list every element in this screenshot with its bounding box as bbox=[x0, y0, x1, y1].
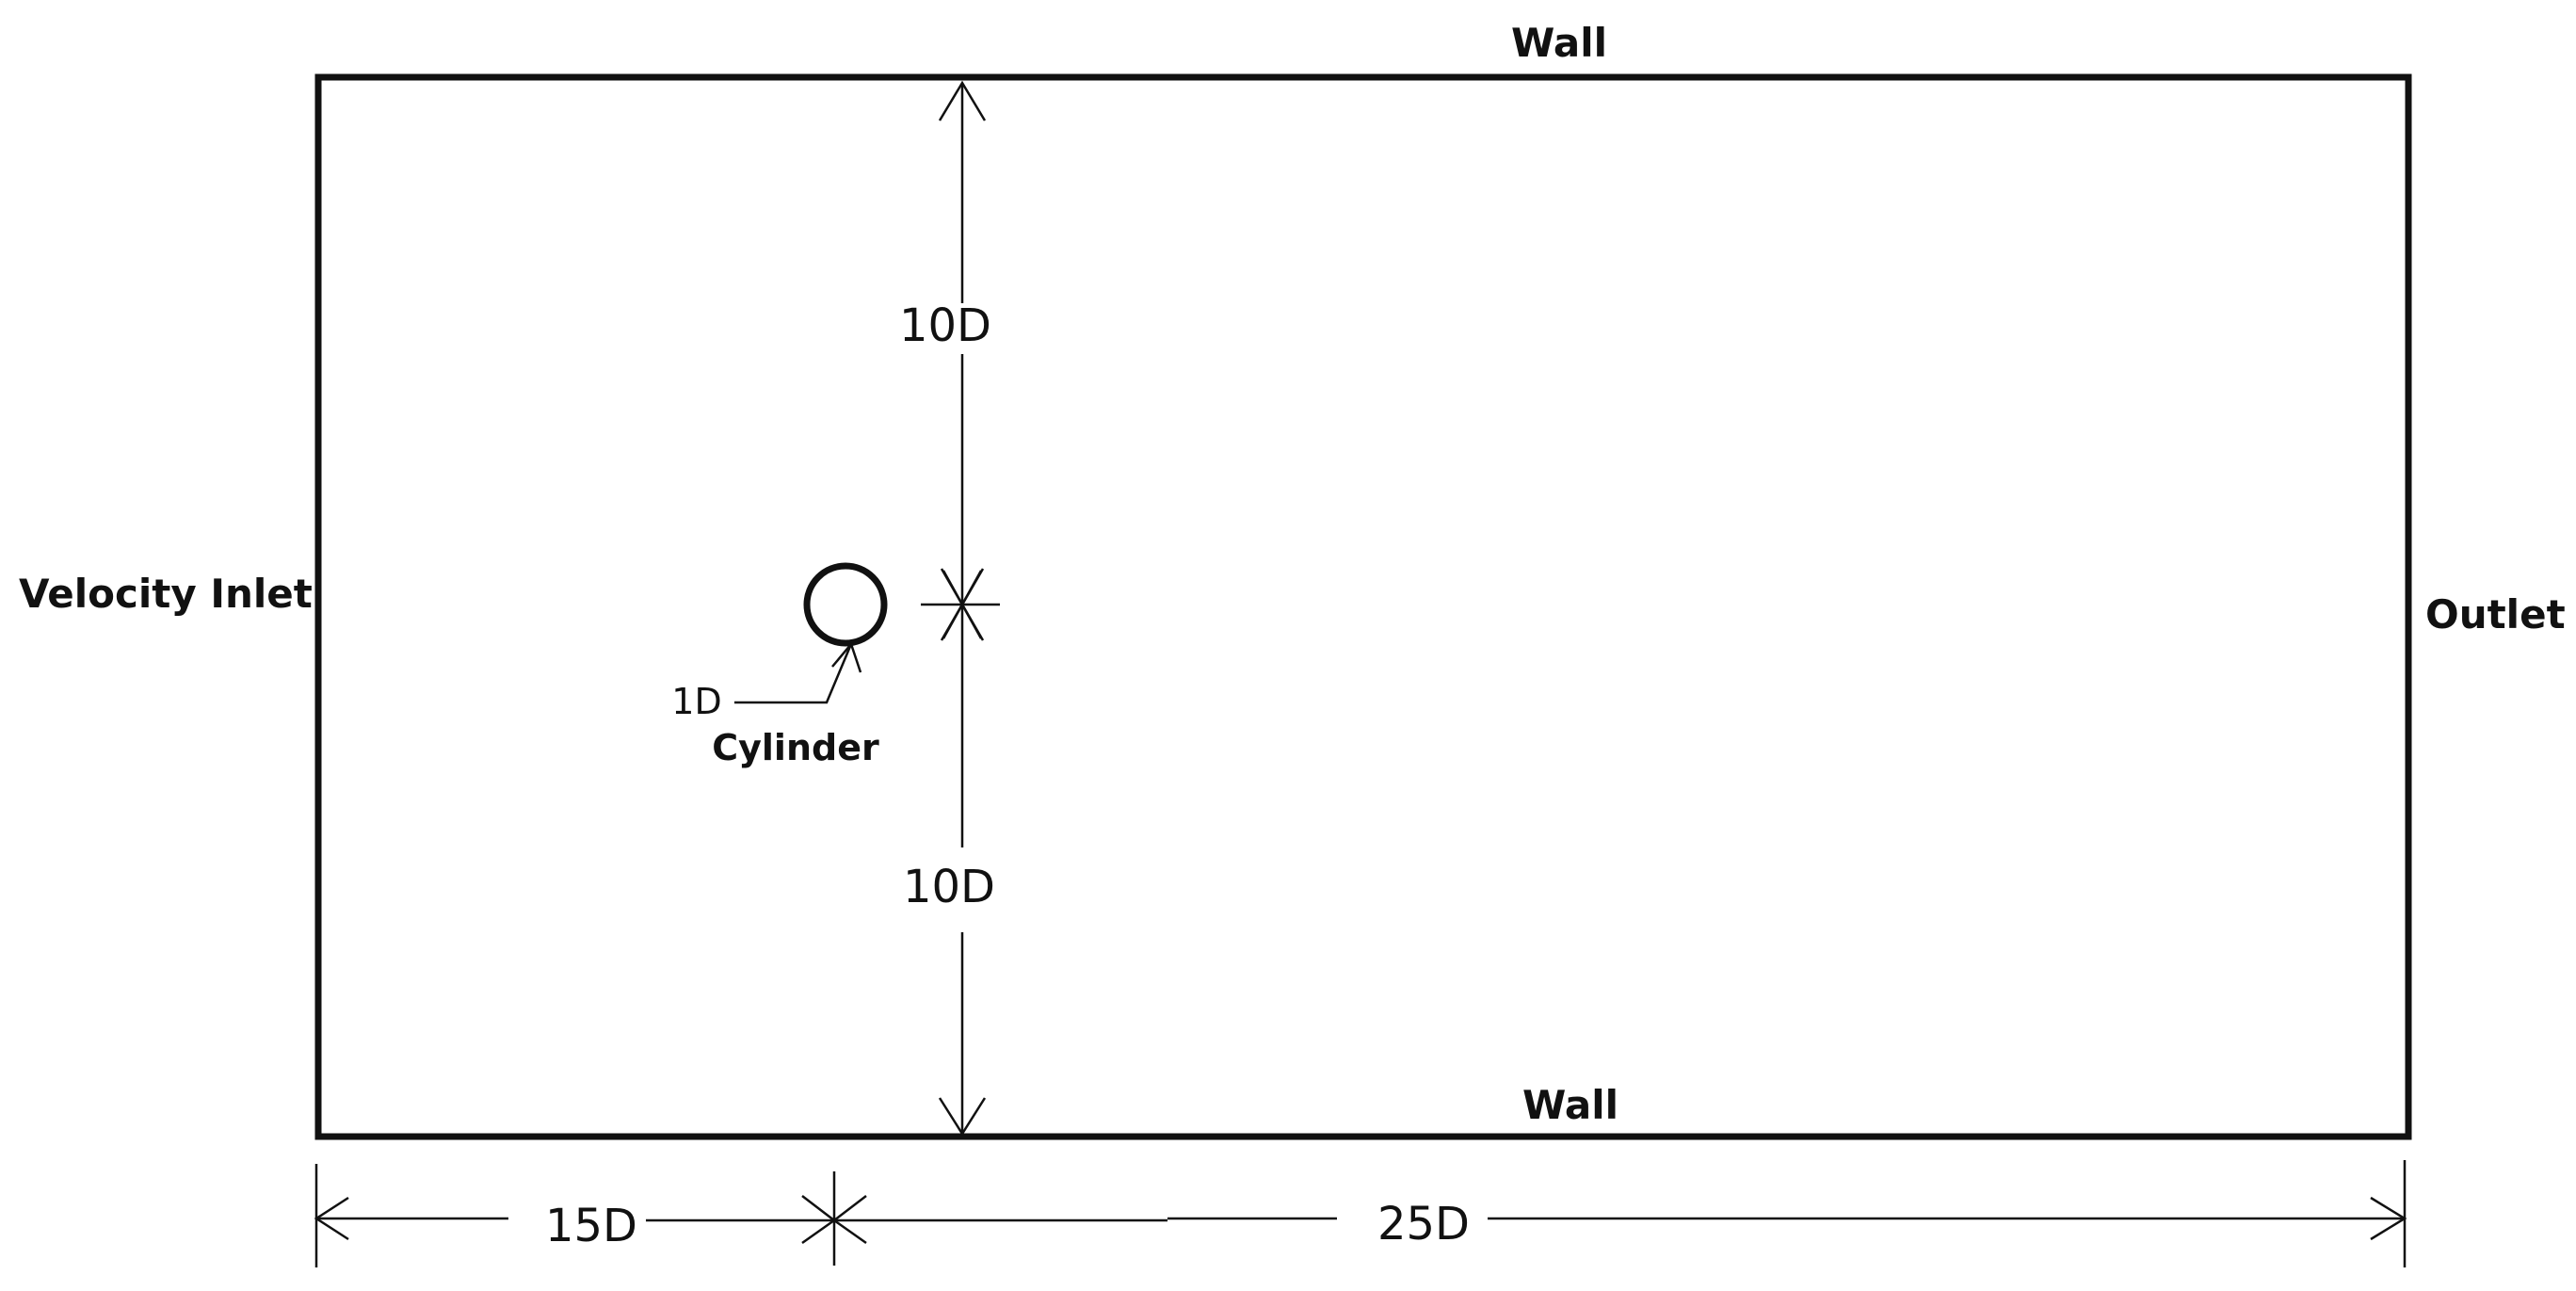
upstream-length-label: 15D bbox=[545, 1200, 637, 1252]
top-wall-label: Wall bbox=[1511, 20, 1607, 66]
vertical-dimension bbox=[921, 80, 1000, 1137]
diameter-label: 1D bbox=[671, 681, 721, 722]
upper-height-label: 10D bbox=[899, 299, 991, 352]
arrow-up-top bbox=[938, 80, 987, 121]
diameter-leader bbox=[734, 641, 862, 704]
arrow-down-bottom bbox=[938, 1097, 987, 1137]
inlet-label: Velocity Inlet bbox=[19, 571, 313, 617]
bottom-wall-label: Wall bbox=[1522, 1082, 1618, 1128]
lower-height-label: 10D bbox=[903, 861, 995, 913]
cylinder-label: Cylinder bbox=[712, 727, 879, 768]
arrow-left-end bbox=[314, 1196, 349, 1241]
downstream-length-label: 25D bbox=[1377, 1198, 1470, 1251]
split-marker bbox=[801, 1195, 867, 1245]
cylinder-shape bbox=[803, 562, 888, 647]
domain-boundary bbox=[314, 73, 2412, 1140]
arrow-right-end bbox=[2370, 1196, 2407, 1241]
horizontal-dimension bbox=[314, 1160, 2407, 1267]
outlet-label: Outlet bbox=[2425, 591, 2566, 637]
center-marker bbox=[921, 568, 1000, 641]
